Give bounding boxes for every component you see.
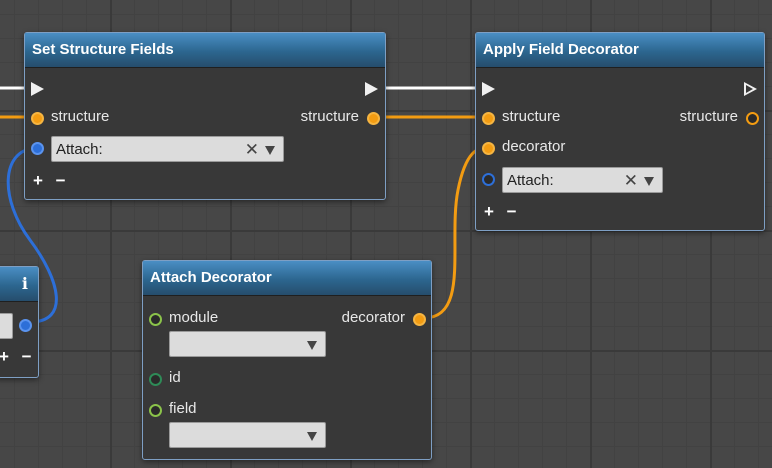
- attach-dropdown[interactable]: Attach: ✕: [502, 167, 663, 193]
- partial-node-header: i: [0, 267, 38, 302]
- structure-in-pin[interactable]: [31, 112, 44, 125]
- node-title[interactable]: Set Structure Fields: [25, 33, 385, 68]
- node-title[interactable]: Attach Decorator: [143, 261, 431, 296]
- id-in-pin[interactable]: [149, 373, 162, 386]
- structure-out-pin[interactable]: [746, 112, 759, 125]
- clear-icon[interactable]: ✕: [623, 171, 638, 190]
- add-remove-controls[interactable]: + −: [484, 202, 521, 221]
- set-structure-fields-node[interactable]: Set Structure Fields structure structure…: [24, 32, 386, 200]
- id-label: id: [169, 369, 181, 386]
- structure-out-label: structure: [679, 108, 738, 125]
- decorator-in-pin[interactable]: [482, 142, 495, 155]
- field-in-pin[interactable]: [149, 404, 162, 417]
- partial-node[interactable]: i + −: [0, 266, 39, 378]
- structure-in-label: structure: [502, 108, 561, 125]
- decorator-out-pin[interactable]: [413, 313, 426, 326]
- chevron-down-icon[interactable]: [265, 146, 275, 155]
- exec-in-pin[interactable]: [482, 82, 495, 96]
- partial-add-remove[interactable]: + −: [0, 347, 36, 366]
- apply-field-decorator-node[interactable]: Apply Field Decorator structure structur…: [475, 32, 765, 231]
- module-in-pin[interactable]: [149, 313, 162, 326]
- attach-dropdown[interactable]: Attach: ✕: [51, 136, 284, 162]
- module-label: module: [169, 309, 219, 326]
- chevron-down-icon[interactable]: [307, 432, 317, 441]
- field-dropdown[interactable]: [169, 422, 326, 448]
- chevron-down-icon[interactable]: [644, 177, 654, 186]
- clear-icon[interactable]: ✕: [244, 140, 259, 159]
- attach-decorator-node[interactable]: Attach Decorator module decorator id fie…: [142, 260, 432, 460]
- structure-in-pin[interactable]: [482, 112, 495, 125]
- structure-in-label: structure: [51, 108, 110, 125]
- attach-dropdown-value: Attach:: [56, 141, 103, 158]
- info-icon[interactable]: i: [21, 274, 28, 293]
- structure-out-label: structure: [300, 108, 359, 125]
- decorator-in-label: decorator: [502, 138, 566, 155]
- attach-in-pin[interactable]: [482, 173, 495, 186]
- partial-output-pin[interactable]: [19, 319, 32, 332]
- exec-out-pin[interactable]: [365, 82, 378, 96]
- exec-in-pin[interactable]: [31, 82, 44, 96]
- exec-out-pin[interactable]: [744, 82, 757, 96]
- module-dropdown[interactable]: [169, 331, 326, 357]
- chevron-down-icon[interactable]: [307, 341, 317, 350]
- attach-dropdown-value: Attach:: [507, 172, 554, 189]
- partial-dropdown[interactable]: [0, 313, 13, 339]
- structure-out-pin[interactable]: [367, 112, 380, 125]
- decorator-out-label: decorator: [341, 309, 405, 326]
- attach-in-pin[interactable]: [31, 142, 44, 155]
- field-label: field: [169, 400, 197, 417]
- add-remove-controls[interactable]: + −: [33, 171, 70, 190]
- node-title[interactable]: Apply Field Decorator: [476, 33, 764, 68]
